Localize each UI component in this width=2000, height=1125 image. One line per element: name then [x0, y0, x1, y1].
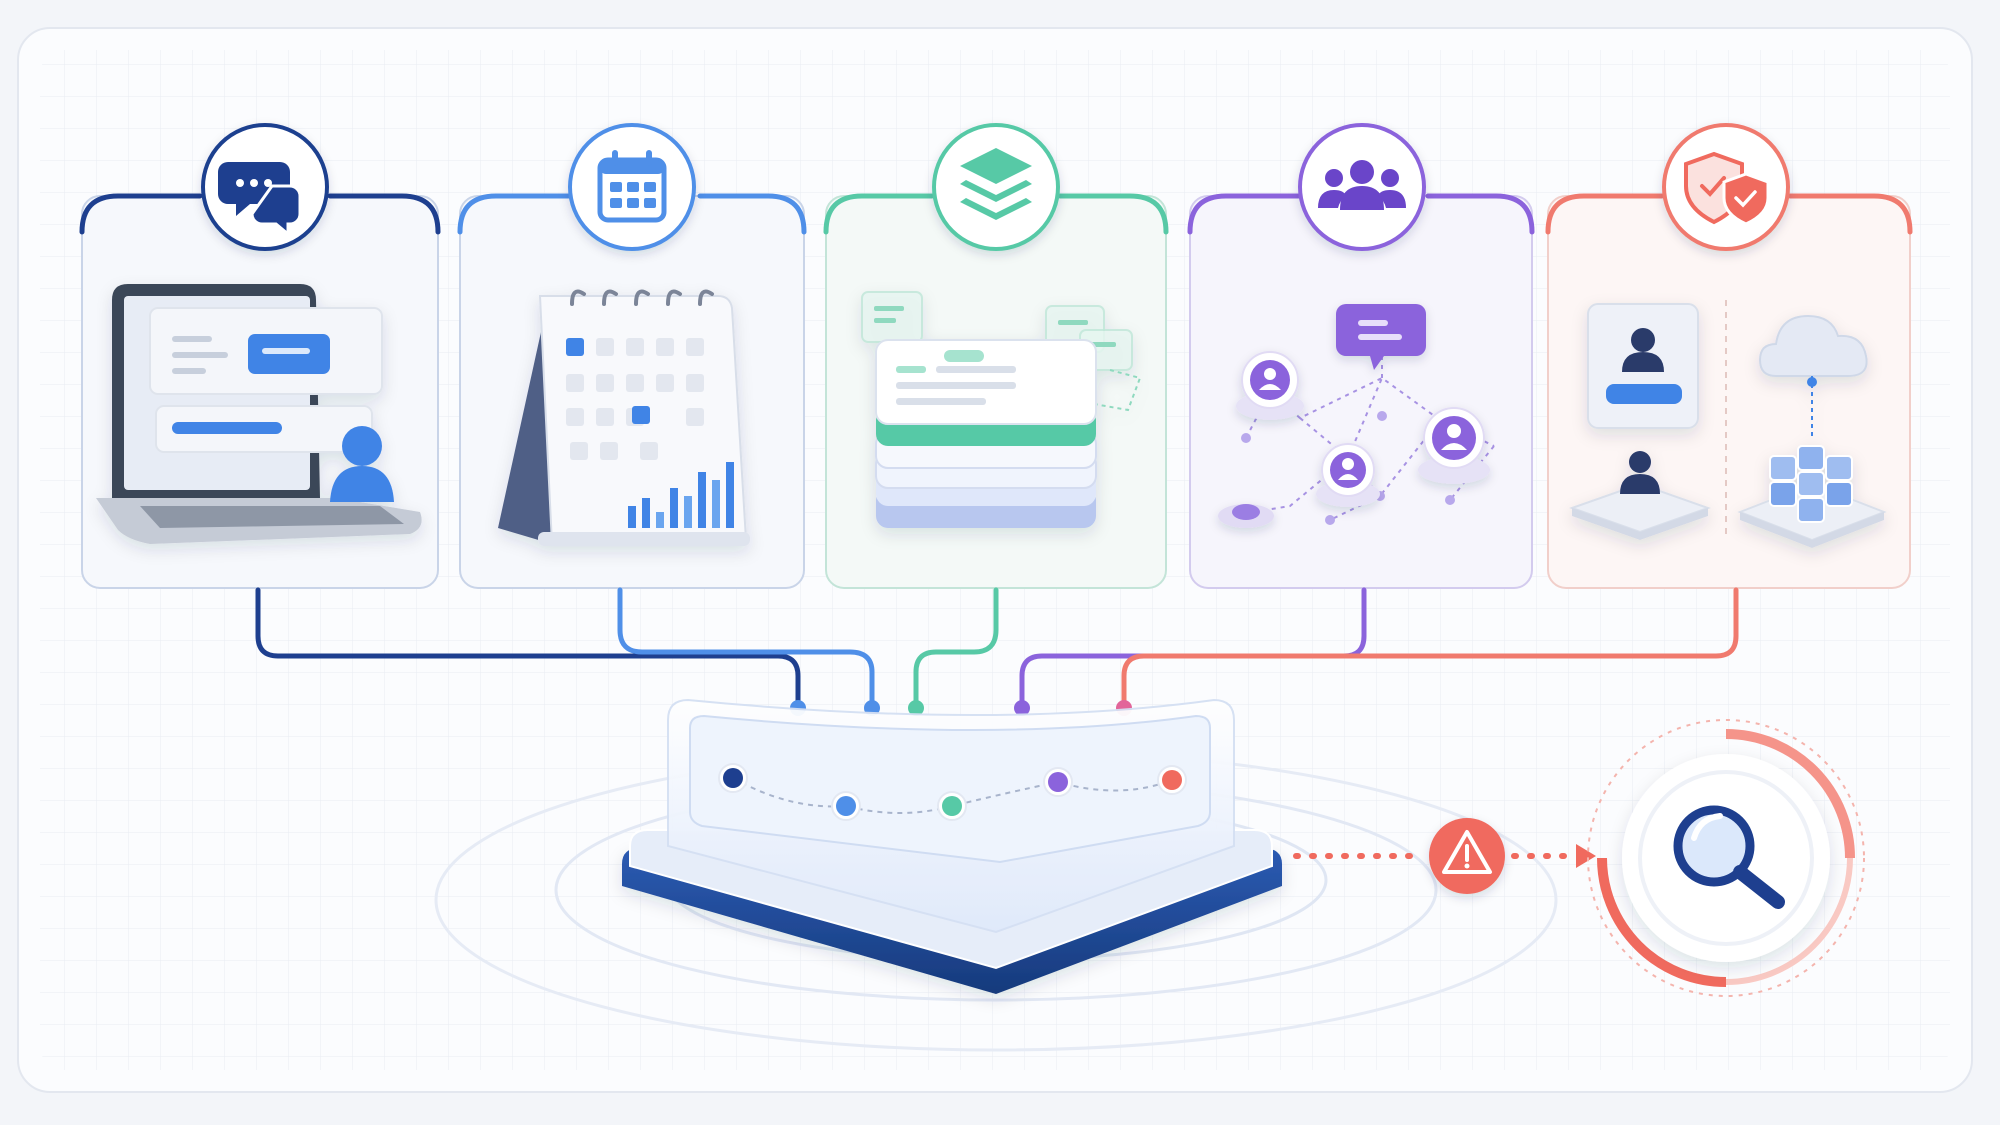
- dotted-arrow: [1293, 844, 1596, 868]
- magnifier-icon: [1587, 719, 1865, 997]
- stacked-layers-icon: [932, 123, 1060, 251]
- chat-bubbles-icon: [201, 123, 329, 251]
- hub-node-trail: [718, 763, 1187, 821]
- user-group-icon: [1298, 123, 1426, 251]
- warning-triangle-icon: [1429, 818, 1505, 894]
- identity-and-cloud-storage-icon: [1568, 300, 1887, 548]
- stacked-documents-icon: [861, 291, 1142, 528]
- laptop-with-user-icon: [96, 284, 422, 544]
- panel-network: [1187, 193, 1535, 589]
- desk-calendar-with-bar-chart-icon: [498, 289, 750, 546]
- connected-people-network-icon: [1218, 304, 1495, 528]
- shield-check-icon: [1662, 123, 1790, 251]
- calendar-icon: [568, 123, 696, 251]
- connector-lines: [255, 587, 1739, 711]
